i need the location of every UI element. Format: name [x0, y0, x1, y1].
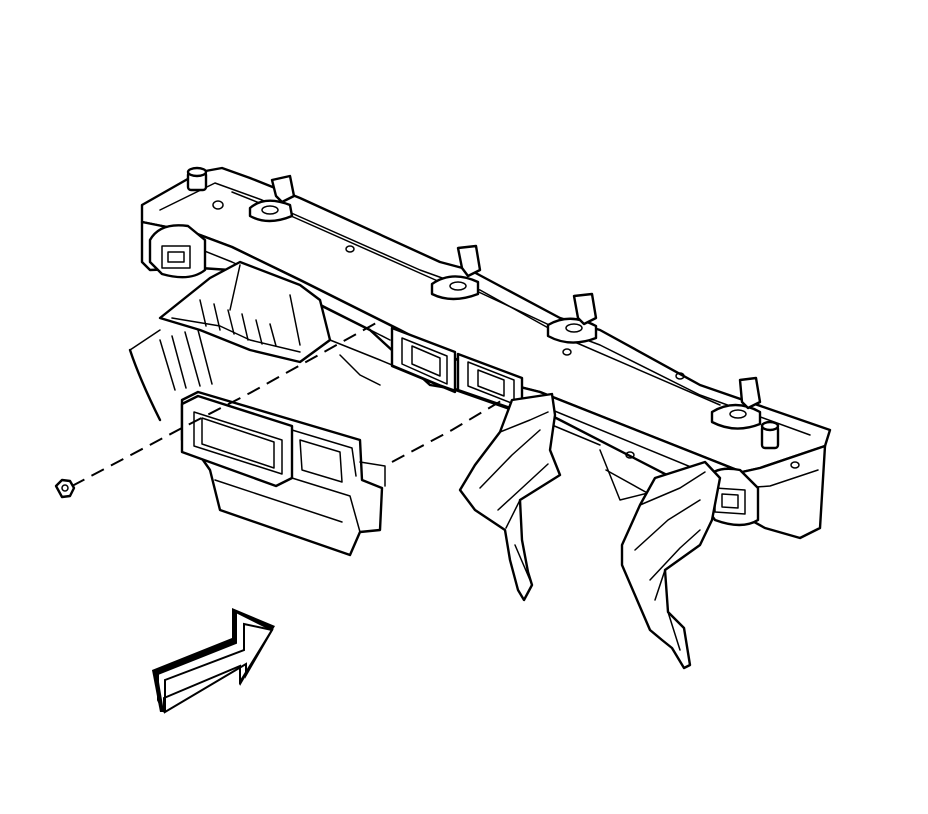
mounting-tab-2	[430, 244, 482, 301]
mounting-tab-3	[546, 292, 598, 344]
right-support-bracket	[620, 460, 722, 670]
end-vent-left	[148, 224, 207, 279]
mounting-tab-1	[248, 174, 296, 223]
fastener-line-1	[71, 321, 379, 487]
stud-right	[760, 420, 780, 450]
center-vent-1	[390, 326, 457, 394]
view-arrow	[152, 608, 275, 714]
left-support-frame	[128, 260, 332, 422]
stud-left	[186, 166, 208, 192]
center-support-bracket	[458, 392, 562, 602]
nut	[54, 478, 76, 499]
mounting-tab-4	[710, 376, 762, 430]
fastener-line-2	[391, 397, 507, 463]
air-outlet-duct	[180, 390, 386, 557]
